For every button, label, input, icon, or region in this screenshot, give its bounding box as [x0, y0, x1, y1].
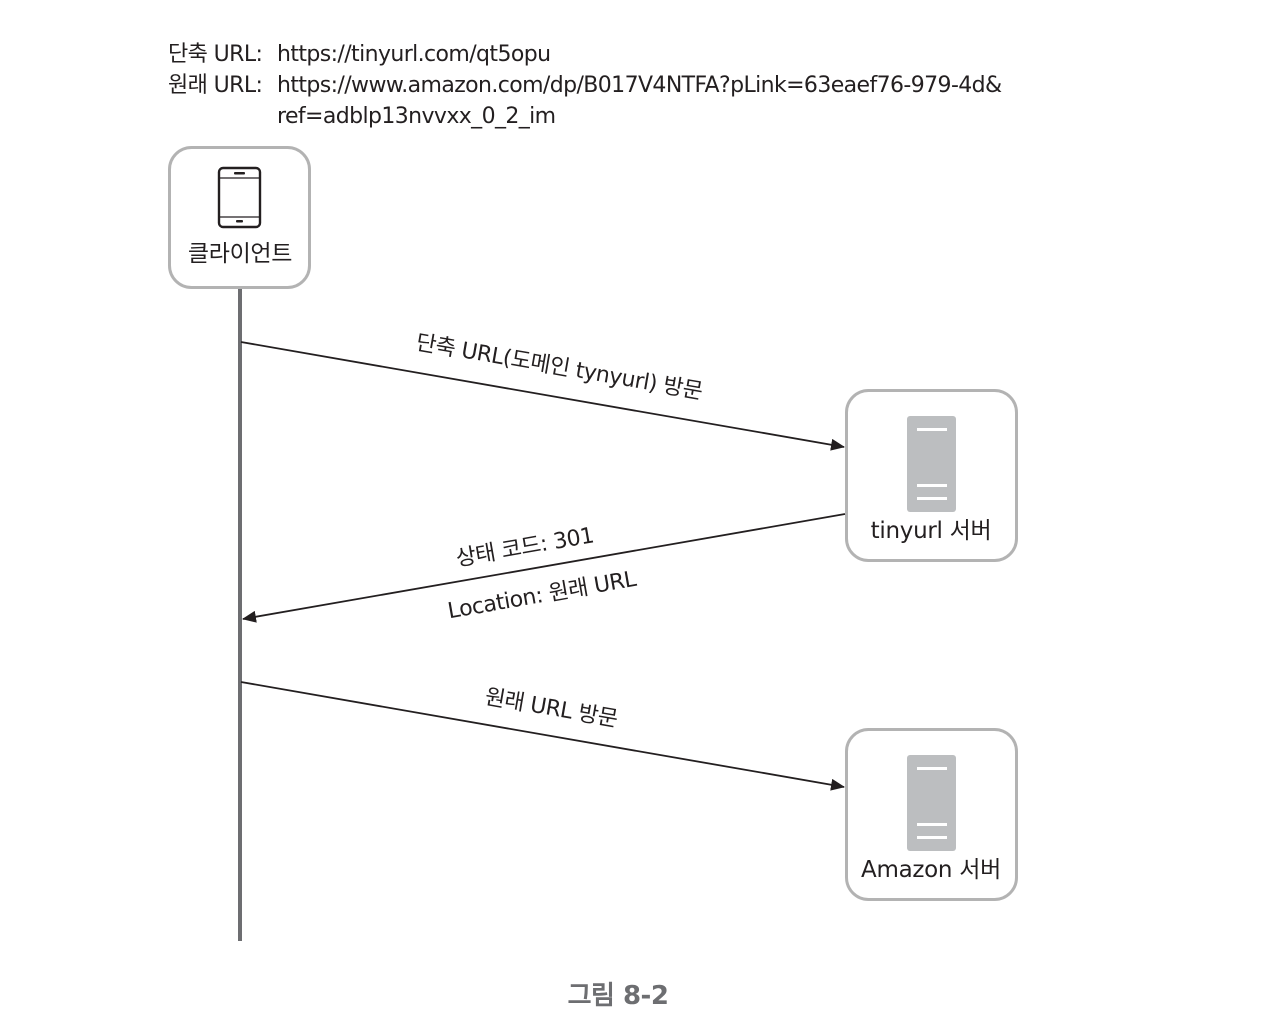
client-node: 클라이언트: [168, 146, 311, 289]
arrow-to-amazon: [240, 681, 845, 791]
original-url-value-line2: ref=adblp13nvvxx_0_2_im: [277, 104, 556, 129]
short-url-label: 단축 URL:: [168, 42, 263, 67]
smartphone-icon: [217, 166, 262, 229]
original-url-value-line1: https://www.amazon.com/dp/B017V4NTFA?pLi…: [277, 73, 1002, 98]
message-visit-short-url: 단축 URL(도메인 tynyurl) 방문: [240, 330, 845, 451]
tinyurl-server-node: tinyurl 서버: [845, 389, 1018, 562]
server-icon: [907, 755, 956, 851]
figure-caption: 그림 8-2: [567, 981, 669, 1011]
message-visit-original-url: 원래 URL 방문: [240, 681, 845, 791]
tinyurl-server-label: tinyurl 서버: [871, 518, 992, 544]
message-status-code-label: 상태 코드: 301: [454, 523, 596, 572]
short-url-value: https://tinyurl.com/qt5opu: [277, 42, 551, 67]
server-icon: [907, 416, 956, 512]
amazon-server-node: Amazon 서버: [845, 728, 1018, 901]
message-location-label: Location: 원래 URL: [446, 567, 639, 625]
arrow-to-tinyurl: [240, 341, 845, 451]
url-info-header: 단축 URL: https://tinyurl.com/qt5opu 원래 UR…: [0, 40, 1266, 135]
message-redirect-301: 상태 코드: 301 Location: 원래 URL: [242, 513, 846, 625]
arrow-to-client: [242, 513, 846, 623]
client-label: 클라이언트: [188, 241, 292, 267]
original-url-label: 원래 URL:: [168, 73, 263, 98]
message-visit-short-url-label: 단축 URL(도메인 tynyurl) 방문: [414, 330, 704, 404]
amazon-server-label: Amazon 서버: [861, 857, 1001, 883]
message-visit-original-url-label: 원래 URL 방문: [483, 685, 620, 733]
